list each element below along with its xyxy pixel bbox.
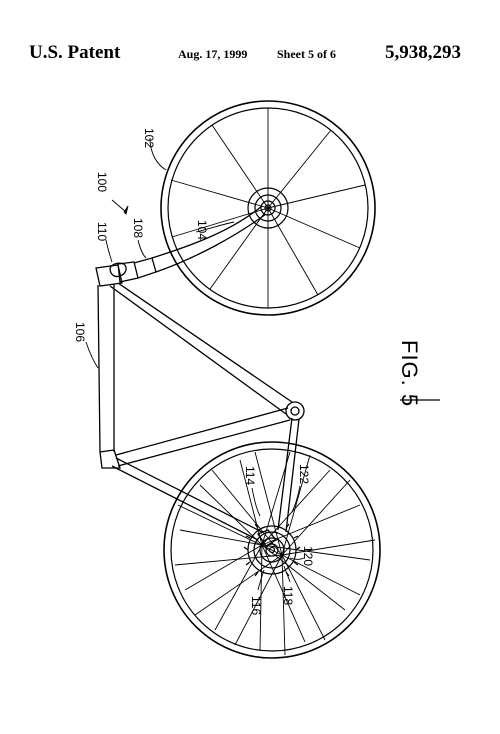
ref-120: 120: [301, 546, 315, 566]
ref-104: 104: [195, 220, 209, 240]
bicycle-frame: [95, 264, 305, 547]
ref-116: 116: [249, 596, 263, 615]
front-hub: [247, 187, 289, 229]
reference-numerals: 102 100 110 108 104 106 114 122 120 118 …: [73, 128, 315, 615]
front-wheel: [160, 100, 376, 316]
ref-122: 122: [297, 464, 311, 484]
ref-114: 114: [243, 466, 257, 485]
ref-100: 100: [95, 172, 109, 192]
ref-102: 102: [142, 128, 156, 148]
figure-caption: FIG. 5: [397, 340, 422, 407]
ref-106: 106: [73, 322, 87, 342]
ref-118: 118: [281, 586, 295, 605]
ref-108: 108: [131, 218, 145, 238]
rear-wheel: [163, 441, 381, 659]
patent-date: Aug. 17, 1999: [178, 47, 248, 61]
front-wheel-spokes: [170, 108, 366, 308]
ref-110: 110: [95, 222, 109, 241]
rear-hub-cassette: [243, 523, 301, 577]
patent-number: 5,938,293: [385, 42, 461, 63]
patent-label: U.S. Patent: [29, 42, 121, 63]
sheet-number: Sheet 5 of 6: [277, 47, 336, 61]
rear-wheel-spokes: [174, 451, 376, 656]
front-fork: [109, 205, 267, 283]
patent-header: U.S. Patent Aug. 17, 1999 Sheet 5 of 6 5…: [0, 40, 500, 70]
leader-lines: [85, 137, 305, 591]
